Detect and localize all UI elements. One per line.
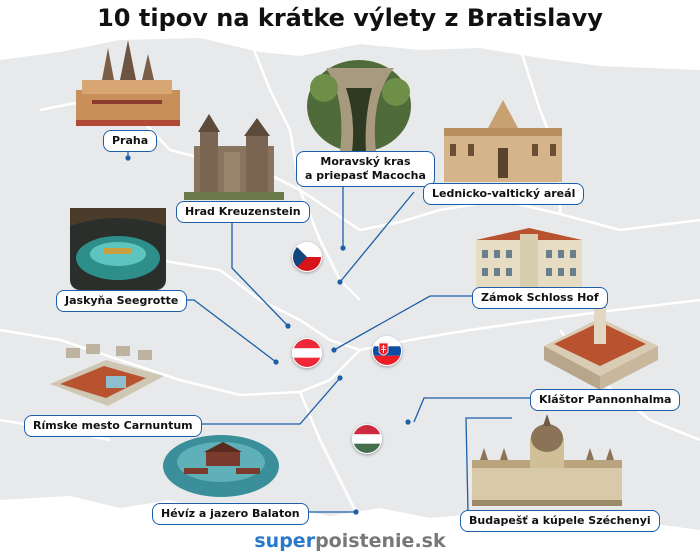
slovakia-flag-icon	[372, 336, 402, 366]
label-moravsky-kras: Moravský kras a priepasť Macocha	[296, 151, 435, 187]
austria-flag-icon	[292, 338, 322, 368]
brand-part-super: super	[254, 530, 316, 552]
label-rimske-mesto-carnuntum: Rímske mesto Carnuntum	[24, 415, 202, 437]
label-praha: Praha	[103, 130, 158, 152]
label-klastor-pannonhalma: Kláštor Pannonhalma	[530, 389, 681, 411]
label-budapest-szechenyi: Budapešť a kúpele Széchenyi	[460, 510, 660, 532]
connector-dots	[125, 155, 411, 515]
castle-icon	[184, 114, 284, 200]
grotto-lake-icon	[70, 208, 166, 290]
label-jaskyna-seegrotte: Jaskyňa Seegrotte	[56, 290, 188, 312]
cave-gorge-icon	[307, 60, 411, 152]
ruins-icon	[50, 344, 164, 406]
castle-city-icon	[76, 40, 180, 126]
lake-bath-icon	[163, 435, 279, 497]
monastery-icon	[544, 306, 658, 390]
chateau-icon	[444, 100, 562, 182]
czech-flag-icon	[292, 242, 322, 272]
brand-part-poistenie: poistenie.sk	[315, 530, 446, 552]
label-lednicko-valticky-areal: Lednicko-valtický areál	[423, 183, 585, 205]
brand-logo: superpoistenie.sk	[0, 530, 700, 552]
parliament-icon	[472, 414, 622, 506]
label-hrad-kreuzenstein: Hrad Kreuzenstein	[176, 201, 310, 223]
palace-icon	[476, 228, 582, 288]
label-heviz-balaton: Hévíz a jazero Balaton	[152, 503, 309, 525]
connector-lines	[127, 148, 532, 513]
label-zamok-schloss-hof: Zámok Schloss Hof	[472, 287, 608, 309]
page-title: 10 tipov na krátke výlety z Bratislavy	[97, 4, 603, 32]
hungary-flag-icon	[352, 424, 382, 454]
